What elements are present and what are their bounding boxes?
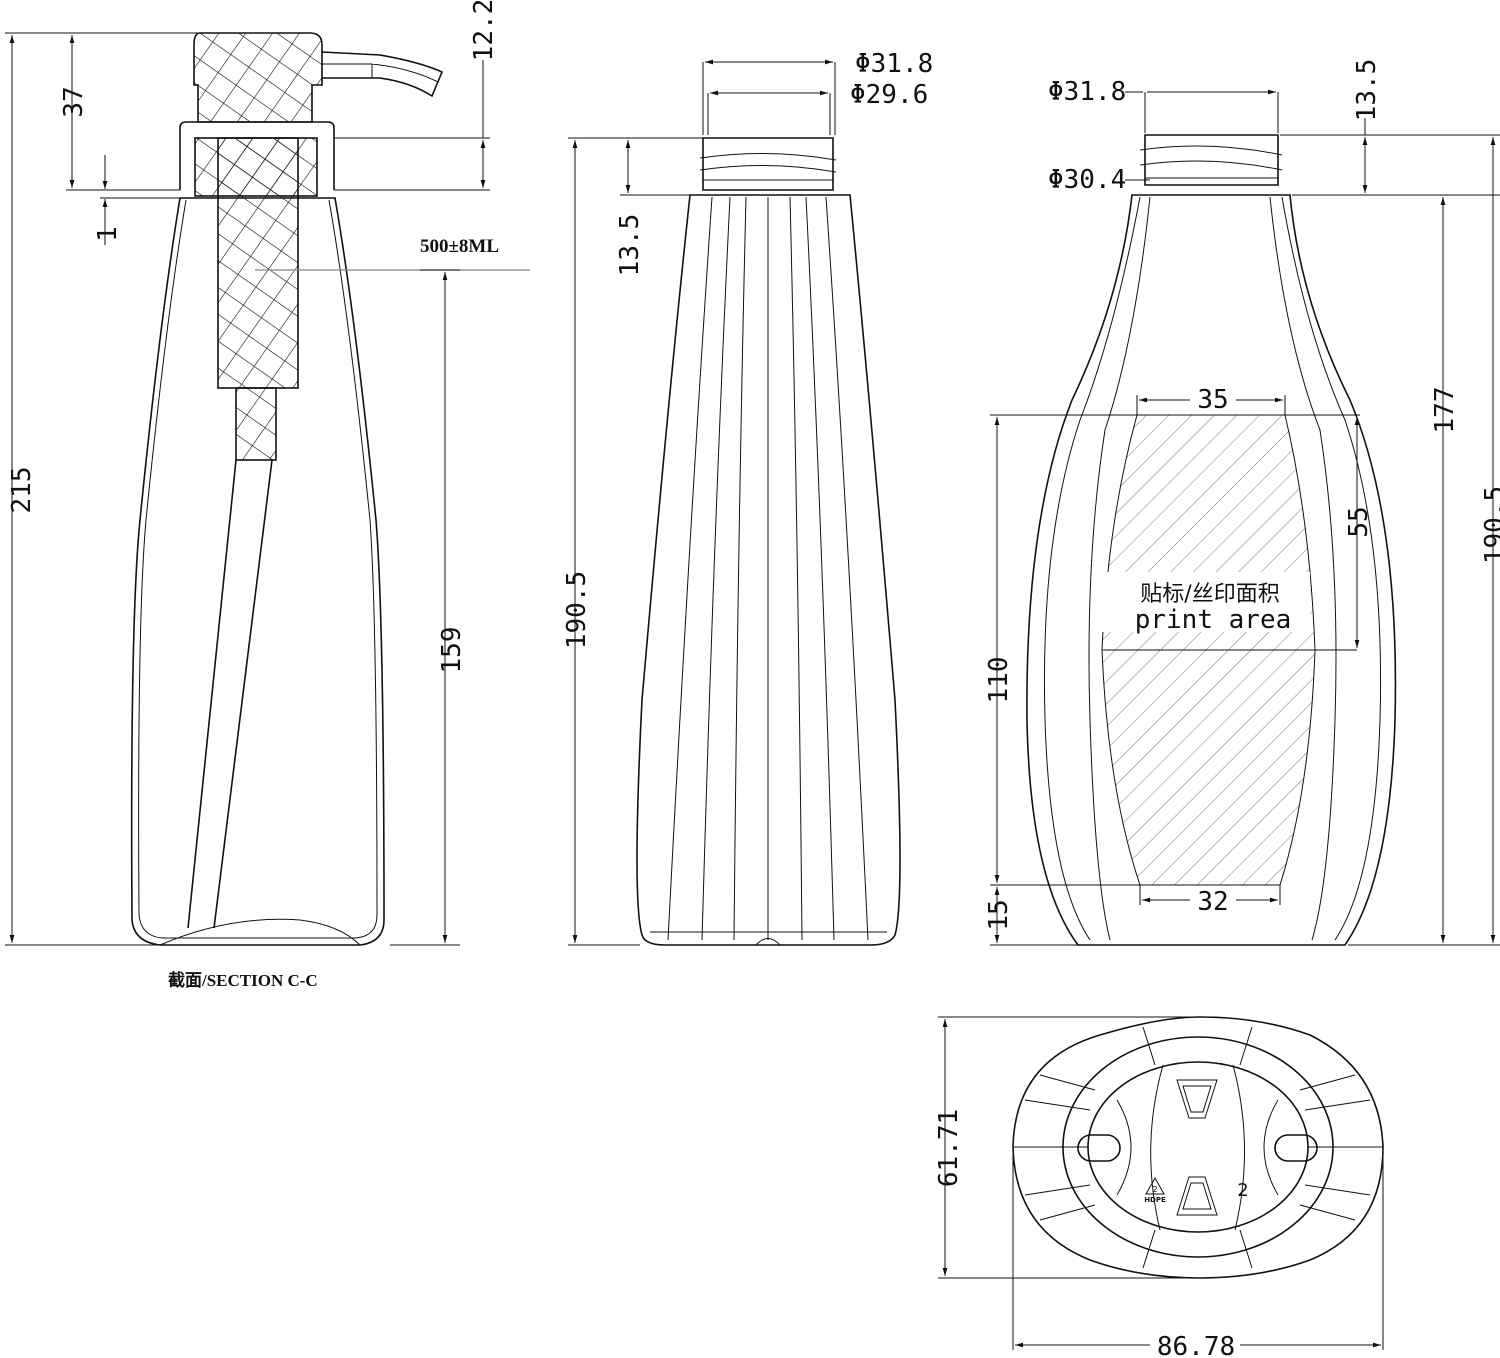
- dim-front-inner-diameter: Φ29.6: [850, 80, 928, 110]
- dim-side-neck-height: 13.5: [1352, 59, 1382, 122]
- dim-front-neck-height: 13.5: [615, 214, 645, 277]
- base-foot-right: [1274, 1134, 1318, 1162]
- mold-number: 2: [1237, 1180, 1248, 1201]
- dim-pump-height: 37: [59, 86, 89, 117]
- dim-print-bottom-width: 32: [1197, 887, 1228, 917]
- bottom-view: 2 HDPE 2 61.71 86.78: [934, 1016, 1384, 1358]
- pump-collar: [179, 121, 335, 190]
- side-neck: [1144, 134, 1279, 186]
- capacity-label: 500±8ML: [420, 236, 499, 257]
- dip-tube: [187, 459, 273, 929]
- resin-code: 2: [1152, 1185, 1157, 1194]
- dim-neck-height: 12.2: [469, 0, 499, 61]
- dim-print-bottom-offset: 15: [984, 899, 1014, 930]
- side-view: 贴标/丝印面积 print area 35 32 55 110 15 Φ31.8…: [984, 59, 1500, 946]
- front-view: Φ31.8 Φ29.6 13.5 190.5: [562, 49, 933, 946]
- pump-head: [193, 32, 323, 123]
- front-body-outline: [636, 194, 901, 946]
- dim-side-outer-diameter: Φ31.8: [1048, 77, 1126, 107]
- dim-print-height: 110: [984, 657, 1014, 704]
- dim-overall-height: 215: [7, 467, 37, 514]
- dim-fill-height: 159: [437, 627, 467, 674]
- dim-print-top-width: 35: [1197, 385, 1228, 415]
- print-area-label-en: print area: [1135, 605, 1292, 635]
- dim-side-total-height: 190.5: [1480, 486, 1500, 564]
- section-view: 215 37 1 12.2 500±8ML 159 截面/SECTION C-C: [5, 0, 530, 990]
- dim-front-body-height: 190.5: [562, 571, 592, 649]
- dim-base-depth: 61.71: [934, 1109, 964, 1187]
- section-caption: 截面/SECTION C-C: [168, 970, 318, 990]
- print-area-label-cn: 贴标/丝印面积: [1140, 582, 1279, 607]
- pump-spout: [321, 51, 444, 98]
- base-foot-left: [1077, 1134, 1121, 1162]
- base-gate-top: [1176, 1079, 1218, 1119]
- dim-gap: 1: [93, 226, 123, 242]
- recycle-icon: [1145, 1176, 1165, 1195]
- pump-piston: [217, 137, 299, 389]
- pump-cylinder: [235, 387, 277, 461]
- front-neck: [702, 137, 834, 191]
- dim-side-thread-diameter: Φ30.4: [1048, 165, 1126, 195]
- base-gate-bottom: [1176, 1176, 1218, 1216]
- side-body-outline: [1026, 194, 1397, 946]
- dim-front-outer-diameter: Φ31.8: [855, 49, 933, 79]
- dim-shoulder-height: 177: [1430, 387, 1460, 434]
- dim-base-width: 86.78: [1157, 1332, 1235, 1358]
- dim-print-upper-height: 55: [1344, 506, 1374, 537]
- resin-label: HDPE: [1144, 1196, 1166, 1204]
